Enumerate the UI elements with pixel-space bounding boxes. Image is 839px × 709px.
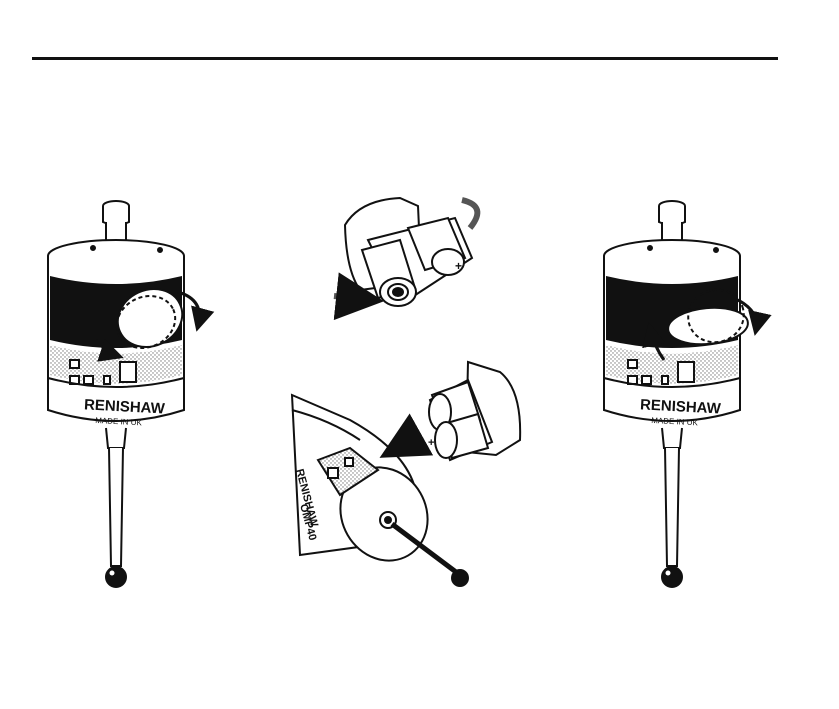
probe-stylus: [662, 428, 682, 587]
battery-cassette-top: +: [334, 198, 477, 306]
probe-right: RENISHAW MADE IN UK: [604, 201, 757, 587]
probe-left-made-in: MADE IN UK: [95, 416, 143, 427]
battery-cassette-insert: +: [428, 362, 520, 460]
probe-stylus: [106, 428, 126, 587]
probe-left: RENISHAW MADE IN UK: [48, 201, 199, 587]
probe-side-view: RENISHAW OMP40 +: [292, 362, 520, 586]
probe-right-made-in: MADE IN UK: [651, 416, 699, 427]
svg-text:+: +: [428, 437, 434, 449]
svg-text:+: +: [455, 259, 462, 273]
